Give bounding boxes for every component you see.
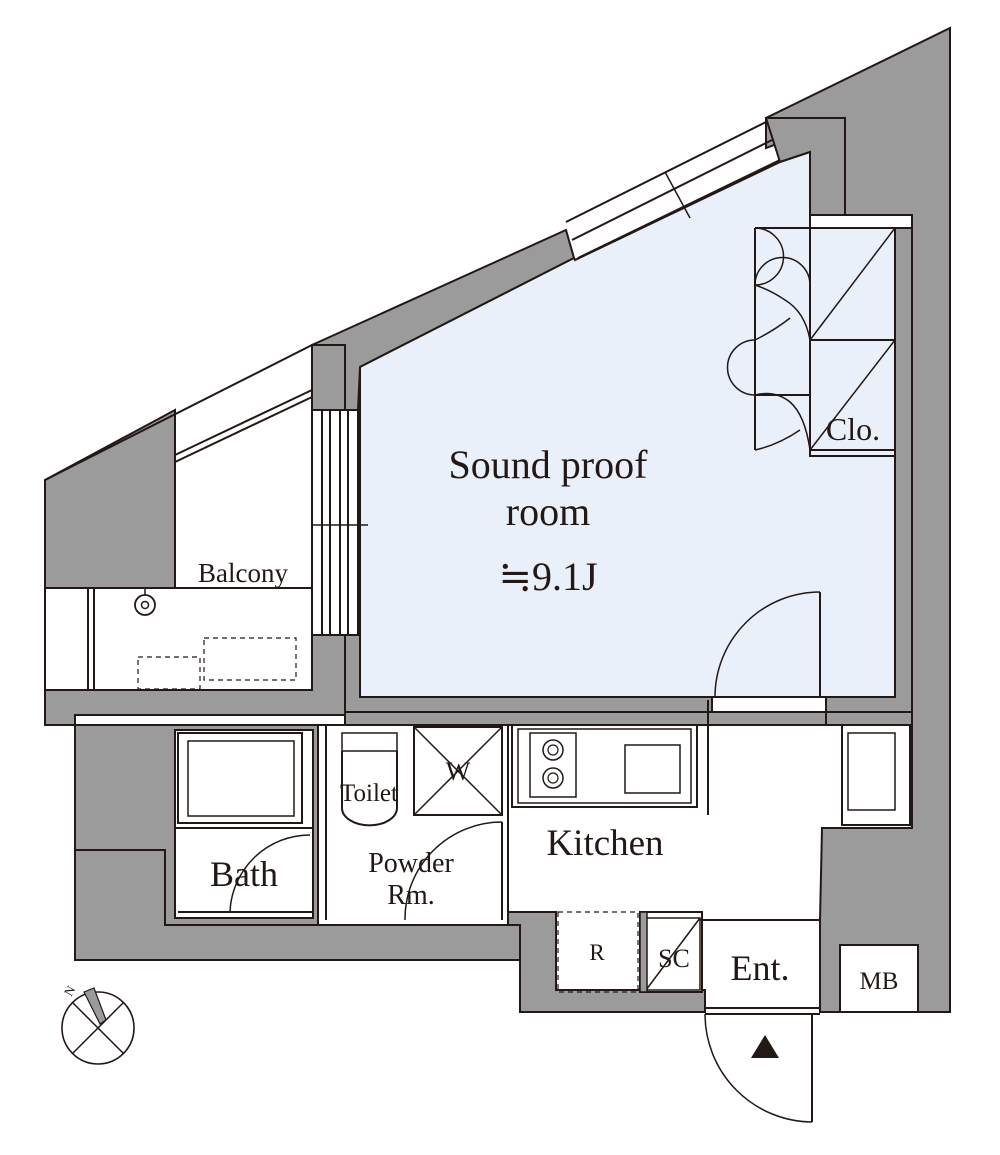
compass-north-label: N [61,982,79,998]
room-door [714,591,821,698]
toilet-label: Toilet [340,780,398,807]
kitchen-counter [511,700,710,815]
powder-room-label-2: Rm. [387,880,434,911]
balcony-window [311,409,368,636]
powder-room [317,724,509,926]
shoe-closet-label: SC [658,944,690,973]
powder-room-label: Powder [368,848,454,879]
entrance [704,1007,820,1123]
closet-label: Clo. [826,411,880,447]
washbasin [825,712,911,826]
closet [726,227,896,457]
labels: Sound proof room ≒9.1J Clo. Balcony Toil… [61,411,899,999]
refrigerator-and-shoe-closet [557,911,820,993]
balcony-label: Balcony [198,558,288,588]
entrance-arrow-icon [751,1035,779,1058]
bath [174,729,314,919]
sound-proof-room-label-2: room [506,489,590,534]
sound-proof-room-label: Sound proof [449,442,649,487]
diagonal-window [44,121,781,481]
kitchen-label: Kitchen [546,823,663,864]
room-area-label: ≒9.1J [498,554,597,599]
entrance-label: Ent. [731,948,790,988]
meter-box-label: MB [860,968,899,995]
bath-label: Bath [210,854,278,894]
washer-label: W [446,757,471,786]
meter-box [839,944,919,1013]
refrigerator-label: R [589,940,605,965]
compass-icon [61,987,135,1065]
